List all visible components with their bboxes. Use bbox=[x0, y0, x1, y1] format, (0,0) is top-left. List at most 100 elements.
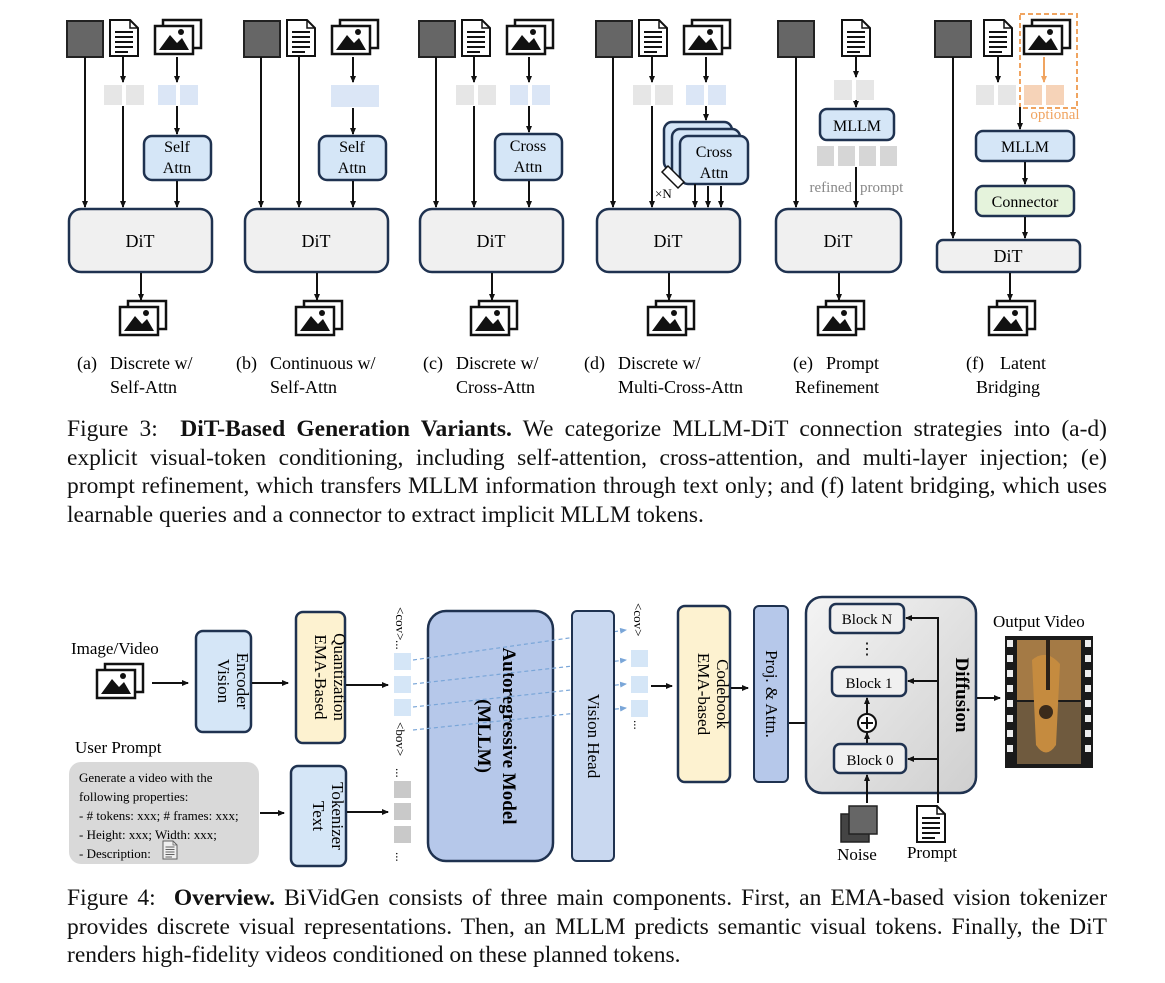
prompt-line-1: Generate a video with the bbox=[79, 770, 213, 785]
dit-block bbox=[774, 207, 903, 274]
dit-block bbox=[595, 207, 742, 274]
cross-attn-box bbox=[493, 132, 564, 182]
subcaption-e-line2: Refinement bbox=[795, 377, 879, 397]
document-icon bbox=[461, 19, 491, 57]
bov-token-label: <bov> bbox=[393, 722, 408, 756]
dit-label: DiT bbox=[994, 246, 1023, 266]
noise-label: Noise bbox=[837, 845, 877, 864]
text-tokenizer-box bbox=[289, 764, 348, 868]
proj-attn-box bbox=[753, 605, 789, 783]
cov-output-label: <cov> bbox=[631, 603, 646, 636]
prompt-line-3: - # tokens: xxx; # frames: xxx; bbox=[79, 808, 239, 823]
panel-d: Cross Attn ×N DiT bbox=[595, 18, 750, 337]
ema-codebook-label-1: EMA-based bbox=[694, 653, 713, 736]
document-icon bbox=[841, 19, 871, 57]
proj-attn-label: Proj. & Attn. bbox=[762, 650, 781, 738]
dit-block bbox=[935, 238, 1082, 274]
noise-icon bbox=[595, 20, 633, 58]
output-image-icon bbox=[816, 299, 866, 337]
refined-label: refined bbox=[810, 180, 853, 196]
subcaption-b-line2: Self-Attn bbox=[270, 377, 337, 397]
description-doc-icon bbox=[162, 840, 178, 860]
caption-label: Figure 4: bbox=[67, 885, 156, 911]
image-icon bbox=[330, 18, 380, 56]
mllm-label-2: (MLLM) bbox=[473, 699, 494, 773]
block-1 bbox=[830, 665, 908, 698]
figure-4-diagram: Image/Video Vision Encoder EMA-Based Qua… bbox=[69, 595, 1093, 868]
subcaption-a-tag: (a) bbox=[77, 353, 97, 374]
ellipsis-2: ... bbox=[393, 768, 408, 778]
mllm-box bbox=[818, 107, 896, 142]
image-icon bbox=[505, 18, 555, 56]
subcaption-d-line2: Multi-Cross-Attn bbox=[618, 377, 743, 397]
cov-token-label: <cov> bbox=[393, 607, 408, 640]
ema-codebook-box bbox=[676, 604, 732, 784]
subcaption-c-line2: Cross-Attn bbox=[456, 377, 535, 397]
subcaption-b-tag: (b) bbox=[236, 353, 257, 374]
prompt-line-5: - Description: bbox=[79, 846, 151, 861]
block-0-label: Block 0 bbox=[846, 753, 893, 769]
dit-label: DiT bbox=[477, 231, 506, 251]
caption-title: DiT-Based Generation Variants. bbox=[180, 416, 512, 442]
output-image-icon bbox=[646, 299, 696, 337]
ellipsis-3: ... bbox=[393, 852, 408, 862]
ellipsis-4: ... bbox=[631, 720, 646, 730]
subcaption-f-line2: Bridging bbox=[976, 377, 1040, 397]
figure-3-diagram: Self Attn DiT Self Attn DiT bbox=[66, 13, 1082, 397]
module-label-2: Attn bbox=[700, 165, 728, 182]
input-image-icon bbox=[95, 662, 145, 700]
ema-quant-label-1: EMA-Based bbox=[311, 635, 330, 720]
block-n bbox=[828, 602, 906, 635]
prompt-doc-icon bbox=[916, 805, 946, 843]
block-0 bbox=[832, 742, 908, 775]
dit-label: DiT bbox=[126, 231, 155, 251]
panel-f: optional MLLM Connector DiT bbox=[934, 13, 1082, 337]
image-icon bbox=[153, 18, 203, 56]
output-image-icon bbox=[118, 299, 168, 337]
document-icon bbox=[286, 19, 316, 57]
prompt-line-2: following properties: bbox=[79, 789, 188, 804]
subcaption-d-line1: Discrete w/ bbox=[618, 353, 700, 373]
optional-label: optional bbox=[1030, 107, 1079, 123]
mllm-label-1: Autoregressive Model bbox=[498, 647, 519, 824]
dit-block bbox=[418, 207, 565, 274]
noise-icon bbox=[777, 20, 815, 58]
subcaption-c-line1: Discrete w/ bbox=[456, 353, 538, 373]
multi-cross-attn-box bbox=[678, 134, 750, 186]
text-tokenizer-label-2: Tokenizer bbox=[328, 782, 347, 850]
ema-quantization-box bbox=[294, 610, 347, 745]
self-attn-box bbox=[317, 134, 388, 182]
subcaption-a-line2: Self-Attn bbox=[110, 377, 177, 397]
document-icon bbox=[109, 19, 139, 57]
block-1-label: Block 1 bbox=[845, 676, 892, 692]
panel-e: MLLM refined prompt DiT bbox=[774, 19, 904, 337]
module-label-1: Self bbox=[164, 139, 190, 156]
module-label-1: Self bbox=[339, 139, 365, 156]
image-video-label: Image/Video bbox=[71, 639, 159, 658]
output-video-label: Output Video bbox=[993, 612, 1085, 631]
document-icon bbox=[638, 19, 668, 57]
repeat-label: ×N bbox=[655, 186, 672, 201]
block-n-label: Block N bbox=[842, 612, 893, 628]
block-dots: ⋮ bbox=[859, 641, 875, 658]
module-label-2: Attn bbox=[338, 160, 366, 177]
output-image-icon bbox=[294, 299, 344, 337]
document-icon bbox=[983, 19, 1013, 57]
module-label-2: Attn bbox=[163, 160, 191, 177]
mllm-label: MLLM bbox=[1001, 139, 1049, 156]
prompt-label: Prompt bbox=[907, 843, 957, 862]
subcaption-b-line1: Continuous w/ bbox=[270, 353, 376, 373]
ema-quant-label-2: Quantization bbox=[330, 633, 349, 721]
image-icon bbox=[682, 18, 732, 56]
ema-codebook-label-2: Codebook bbox=[713, 659, 732, 729]
prompt-line-4: - Height: xxx; Width: xxx; bbox=[79, 827, 217, 842]
mllm-label: MLLM bbox=[833, 118, 881, 135]
connector-label: Connector bbox=[992, 194, 1059, 211]
panel-a: Self Attn DiT bbox=[66, 18, 214, 337]
figure-3-caption: Figure 3: DiT-Based Generation Variants.… bbox=[67, 415, 1107, 529]
output-image-icon bbox=[987, 299, 1037, 337]
self-attn-box bbox=[142, 134, 213, 182]
module-label-1: Cross bbox=[696, 144, 732, 161]
noise-icon bbox=[418, 20, 456, 58]
caption-label: Figure 3: bbox=[67, 416, 158, 442]
